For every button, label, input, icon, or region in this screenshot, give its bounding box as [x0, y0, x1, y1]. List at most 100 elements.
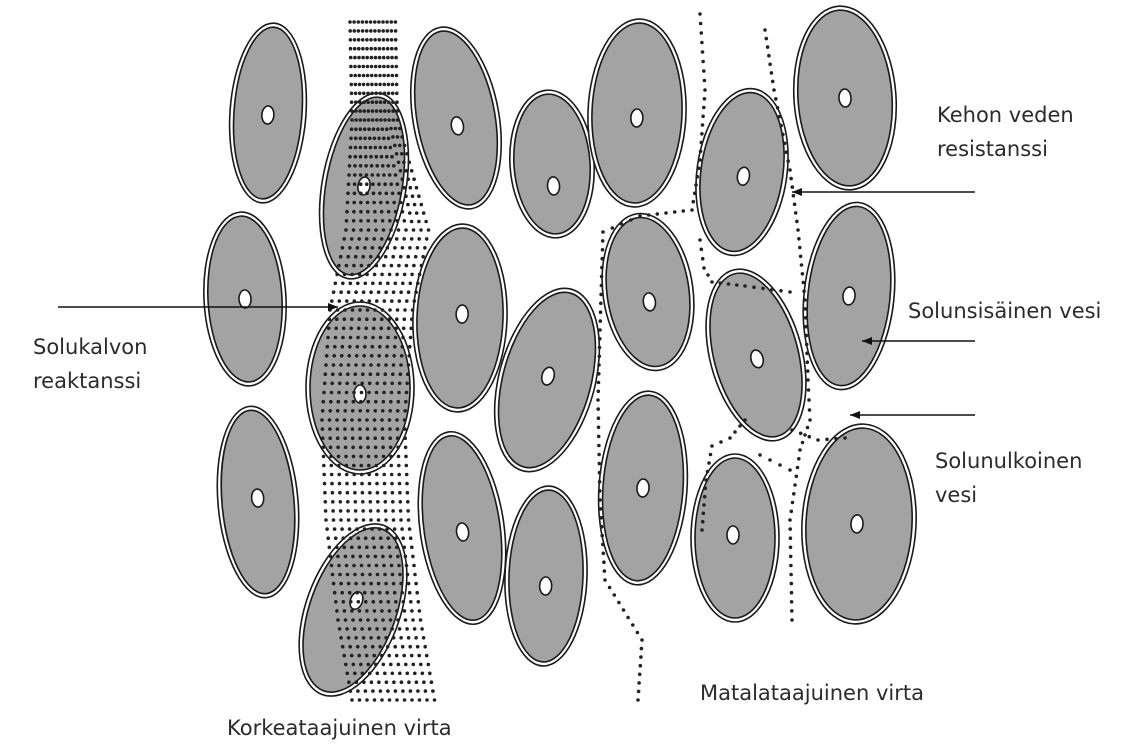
- current-dot: [808, 408, 812, 412]
- current-dot: [347, 182, 351, 186]
- current-dot: [356, 645, 360, 649]
- current-dot: [405, 299, 409, 303]
- current-dot: [347, 290, 351, 294]
- current-dot: [382, 455, 386, 459]
- current-dot: [364, 164, 368, 168]
- current-dot: [390, 47, 394, 51]
- current-dot: [422, 680, 426, 684]
- current-dot: [407, 680, 411, 684]
- current-dot: [599, 302, 603, 306]
- current-dot: [405, 264, 409, 268]
- current-dot: [394, 56, 398, 60]
- current-dot: [377, 290, 381, 294]
- reactance-arrow: [58, 303, 338, 311]
- current-dot: [338, 299, 342, 303]
- current-dot: [361, 509, 365, 513]
- current-dot: [395, 74, 399, 78]
- current-dot: [352, 201, 356, 205]
- current-dot: [374, 65, 378, 69]
- current-dot: [353, 672, 357, 676]
- current-dot: [365, 173, 369, 177]
- current-dot: [401, 177, 405, 181]
- current-dot: [410, 220, 414, 224]
- current-dot: [355, 527, 359, 531]
- current-dot: [375, 164, 379, 168]
- current-dot: [322, 455, 326, 459]
- current-dot: [347, 680, 351, 684]
- current-dot: [413, 203, 417, 207]
- membrane-reactance-line-1: Solukalvon: [33, 330, 147, 364]
- current-dot: [377, 182, 381, 186]
- current-dot: [369, 290, 373, 294]
- current-dot: [367, 663, 371, 667]
- current-dot: [386, 345, 390, 349]
- current-dot: [346, 255, 350, 259]
- high-frequency-current-label: Korkeataajuinen virta: [227, 711, 452, 745]
- current-dot: [415, 211, 419, 215]
- current-dot: [387, 137, 391, 141]
- current-dot: [801, 272, 805, 276]
- current-dot: [324, 518, 328, 522]
- current-dot: [391, 509, 395, 513]
- current-dot: [367, 127, 371, 131]
- current-dot: [359, 192, 363, 196]
- current-dot: [378, 591, 382, 595]
- current-dot: [395, 546, 399, 550]
- current-dot: [416, 282, 420, 286]
- current-dot: [339, 582, 343, 586]
- current-dot: [399, 582, 403, 586]
- current-dot: [343, 436, 347, 440]
- current-dot: [382, 400, 386, 404]
- current-dot: [400, 354, 404, 358]
- body-water-resistance-line-1: Kehon veden: [937, 98, 1074, 132]
- current-dot: [409, 186, 413, 190]
- current-dot: [735, 283, 739, 287]
- current-dot: [359, 400, 363, 404]
- current-dot: [373, 137, 377, 141]
- current-dot: [361, 29, 365, 33]
- current-dot: [771, 80, 775, 84]
- current-dot: [390, 29, 394, 33]
- current-dot: [361, 255, 365, 259]
- current-dot: [330, 464, 334, 468]
- current-dot: [339, 363, 343, 367]
- current-dot: [381, 427, 385, 431]
- current-dot: [743, 418, 747, 422]
- current-dot: [357, 47, 361, 51]
- current-dot: [333, 527, 337, 531]
- current-dot: [351, 427, 355, 431]
- current-dot: [639, 664, 643, 668]
- current-dot: [359, 446, 363, 450]
- current-dot: [699, 22, 703, 26]
- current-dot: [600, 534, 604, 538]
- current-dot: [774, 97, 778, 101]
- current-dot: [420, 627, 424, 631]
- current-dot: [600, 275, 604, 279]
- current-dot: [422, 211, 426, 215]
- current-dot: [321, 427, 325, 431]
- current-dot: [369, 47, 373, 51]
- current-dot: [412, 177, 416, 181]
- current-dot: [382, 56, 386, 60]
- current-dot: [321, 409, 325, 413]
- current-dot: [365, 47, 369, 51]
- current-dot: [399, 509, 403, 513]
- current-dot: [359, 137, 363, 141]
- current-dot: [369, 363, 373, 367]
- current-dot: [334, 536, 338, 540]
- current-dot: [386, 689, 390, 693]
- current-dot: [356, 536, 360, 540]
- current-dot: [401, 282, 405, 286]
- current-dot: [371, 246, 375, 250]
- current-dot: [843, 436, 847, 440]
- current-dot: [384, 500, 388, 504]
- current-dot: [399, 201, 403, 205]
- current-dot: [390, 482, 394, 486]
- current-dot: [360, 627, 364, 631]
- current-dot: [379, 336, 383, 340]
- current-dot: [385, 127, 389, 131]
- current-dot: [358, 409, 362, 413]
- current-dot: [404, 194, 408, 198]
- current-dot: [789, 536, 793, 540]
- current-dot: [384, 509, 388, 513]
